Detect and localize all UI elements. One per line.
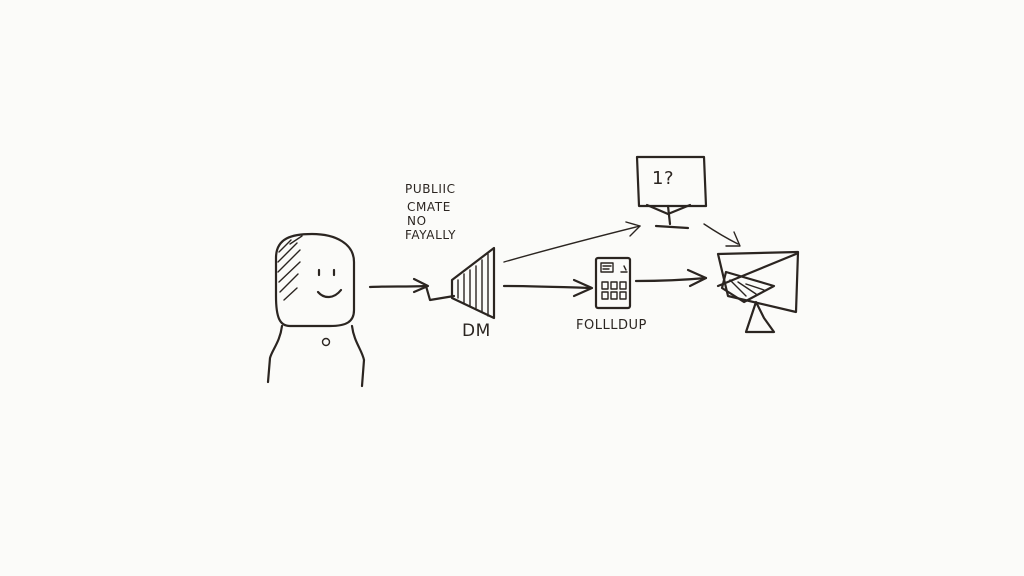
arrow-person-to-funnel (368, 277, 456, 302)
monitor-icon (635, 155, 708, 230)
person-smile (316, 288, 343, 299)
funnel-icon (450, 246, 496, 320)
arrow-phone-to-billboard (634, 268, 708, 288)
phone-icon (594, 256, 632, 310)
arrow-monitor-to-billboard (703, 223, 741, 247)
person-hair-shading (277, 235, 303, 301)
arrow-funnel-to-phone (502, 278, 594, 298)
phone-label: FOLLLDUP (576, 318, 647, 333)
note-line-4: FAYALLY (405, 228, 456, 242)
funnel-label: DM (462, 321, 491, 341)
monitor-screen-text: 1? (652, 168, 675, 189)
person-torso (266, 324, 366, 388)
person-button (321, 337, 331, 347)
arrow-funnel-to-monitor (503, 221, 641, 263)
person-head (274, 232, 356, 328)
person-figure (266, 232, 366, 388)
note-line-2: CMATE (407, 200, 451, 214)
billboard-icon (716, 250, 800, 334)
note-line-3: NO (407, 214, 427, 228)
note-line-1: PUBLIIC (405, 182, 456, 196)
